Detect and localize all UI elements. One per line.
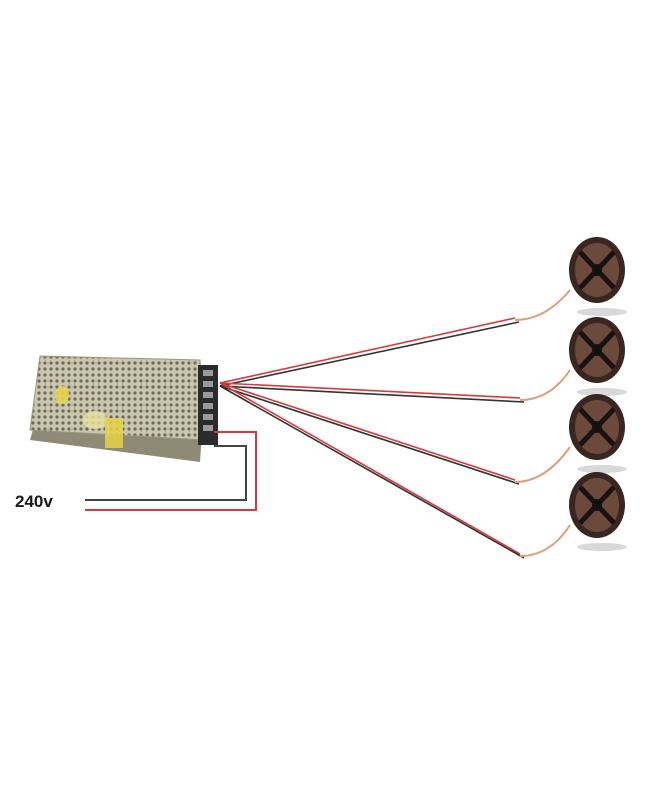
led-strip-reel bbox=[519, 317, 627, 401]
positive-wire bbox=[219, 382, 516, 481]
negative-wire bbox=[219, 321, 520, 387]
positive-wire bbox=[219, 382, 521, 399]
positive-wire bbox=[219, 382, 521, 555]
led-reels bbox=[514, 237, 627, 557]
input-voltage-label: 240v bbox=[15, 492, 53, 511]
positive-wire bbox=[219, 317, 516, 384]
led-strip-reel bbox=[514, 237, 627, 321]
output-wires bbox=[219, 317, 525, 559]
negative-wire bbox=[219, 385, 520, 485]
led-strip-reel bbox=[519, 472, 627, 557]
negative-wire bbox=[219, 385, 525, 403]
negative-wire bbox=[219, 385, 525, 559]
power-supply bbox=[29, 355, 218, 462]
mains-input-wires bbox=[85, 431, 257, 511]
led-strip-reel bbox=[514, 394, 627, 483]
